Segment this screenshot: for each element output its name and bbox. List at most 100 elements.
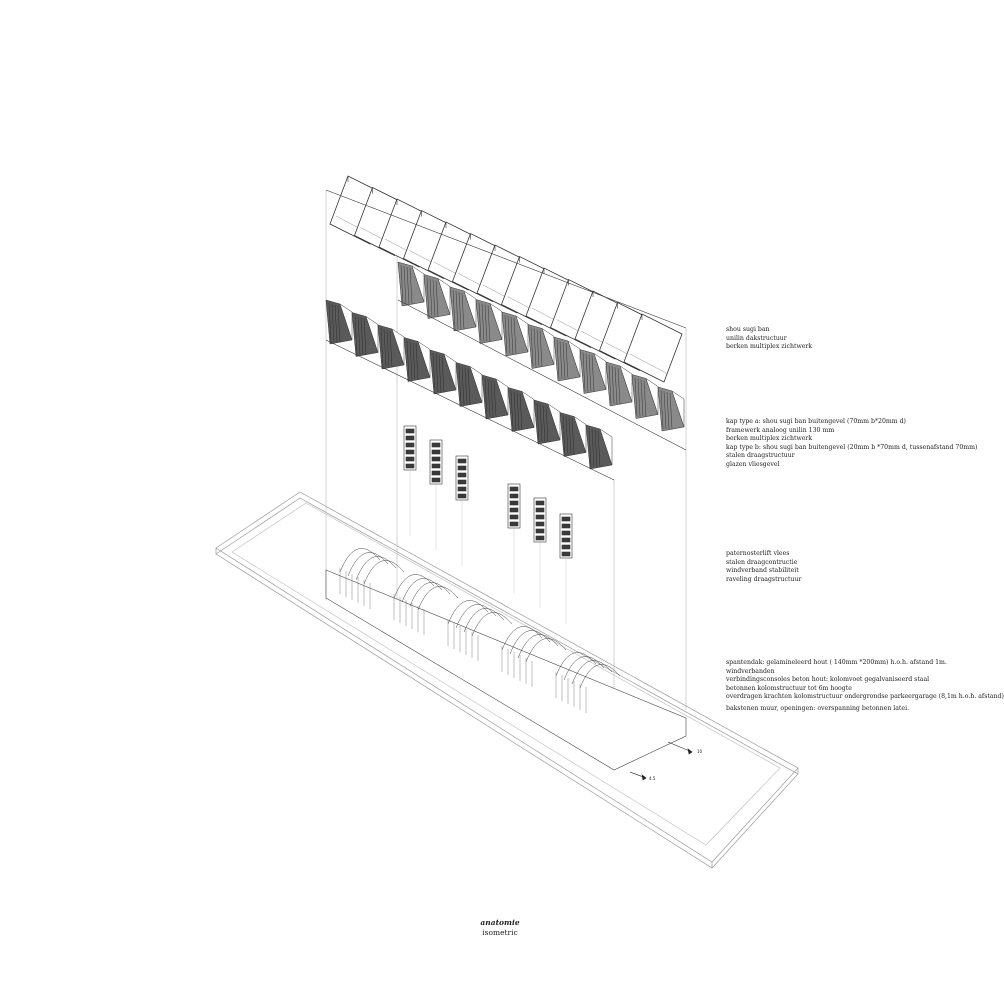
panel-hatch xyxy=(539,403,543,443)
lift-cabin xyxy=(535,528,545,534)
lift-cabin xyxy=(561,544,571,550)
light-panel xyxy=(417,340,431,378)
light-panel xyxy=(339,303,353,341)
panel-hatch xyxy=(389,330,393,368)
panel-hatch xyxy=(331,303,335,343)
lift-cabin xyxy=(535,535,545,541)
panel-hatch xyxy=(597,430,601,468)
lift-cabin xyxy=(457,472,467,478)
light-panel xyxy=(437,277,451,315)
annotation-line: berken multiplex zichtwerk xyxy=(726,343,813,351)
annotation-group-kap: kap type a: shou sugi ban buitengevel (7… xyxy=(726,418,977,470)
arch-rib xyxy=(463,608,505,633)
lift-cabin xyxy=(405,463,415,469)
annotation-line: windverbanden xyxy=(726,667,775,675)
lift-cabin xyxy=(535,507,545,513)
annotation-line: overdragen krachten kolomstructuur onder… xyxy=(726,693,1004,701)
panel-hatch xyxy=(608,364,612,405)
panel-hatch xyxy=(409,267,413,305)
lift-cabin xyxy=(431,442,441,448)
light-panel xyxy=(489,302,503,340)
panel-hatch xyxy=(484,377,488,418)
annotation-line: windverband stabiliteit xyxy=(726,567,799,575)
arch-rib xyxy=(455,604,497,629)
light-panel xyxy=(599,428,613,466)
panel-hatch xyxy=(513,317,517,355)
light-panel xyxy=(443,353,457,391)
lift-cabin xyxy=(405,442,415,448)
light-panel xyxy=(671,390,685,428)
arch-rib xyxy=(417,586,459,611)
light-panel xyxy=(515,315,529,353)
panel-hatch xyxy=(484,304,488,342)
panel-hatch xyxy=(507,315,511,355)
arch-rib xyxy=(471,612,513,637)
lift-cabin xyxy=(509,493,519,499)
light-panel xyxy=(495,378,509,416)
roof-ridge-line xyxy=(325,189,687,329)
panel-hatch xyxy=(328,302,332,343)
panel-hatch xyxy=(432,352,436,393)
panel-hatch xyxy=(513,391,517,430)
panel-hatch xyxy=(519,393,523,430)
panel-hatch xyxy=(438,354,442,393)
lift-cabin xyxy=(457,486,467,492)
panel-hatch xyxy=(611,365,615,405)
drawing-caption: anatomie isometric xyxy=(0,918,1000,938)
arch-rib xyxy=(525,638,567,663)
light-panel xyxy=(521,390,535,428)
arch-rib xyxy=(401,578,443,603)
lift-cabin xyxy=(405,456,415,462)
arch-rib xyxy=(517,634,559,659)
light-panel xyxy=(547,403,561,441)
panel-hatch xyxy=(386,329,390,368)
light-panel xyxy=(573,415,587,453)
light-panel xyxy=(619,365,633,403)
annotation-line: unilin dakstructuur xyxy=(726,334,787,342)
panel-hatch xyxy=(539,330,543,367)
annotation-line: raveling draagstructuur xyxy=(726,575,802,583)
panel-hatch xyxy=(582,352,586,392)
lift-cabin xyxy=(509,521,519,527)
panel-hatch xyxy=(432,279,436,317)
panel-hatch xyxy=(562,415,566,455)
panel-hatch xyxy=(409,341,413,380)
lift-cabin xyxy=(509,507,519,513)
panel-hatch xyxy=(452,289,456,330)
panel-hatch xyxy=(530,327,534,367)
panel-hatch xyxy=(380,327,384,368)
panel-hatch xyxy=(617,367,621,405)
panel-hatch xyxy=(464,367,468,405)
panel-hatch xyxy=(478,302,482,342)
lift-cabin xyxy=(405,428,415,434)
panel-hatch xyxy=(504,314,508,355)
annotation-line: glazen vliesgevel xyxy=(726,460,780,468)
lift-cabin xyxy=(405,435,415,441)
annotation-group-structure: spantendak: gelamineleerd hout ( 140mm *… xyxy=(726,659,1004,714)
panel-hatch xyxy=(536,402,540,443)
arch-rib xyxy=(579,664,621,689)
panel-hatch xyxy=(441,355,445,393)
lift-cabin xyxy=(431,470,441,476)
arch-rib xyxy=(555,652,597,677)
panel-hatch xyxy=(334,304,338,343)
panel-hatch xyxy=(594,429,598,468)
panel-hatch xyxy=(533,328,537,367)
lift-cabin xyxy=(509,514,519,520)
panel-hatch xyxy=(406,340,410,380)
lift-cabin xyxy=(561,551,571,557)
annotation-line: stalen draagstructuur xyxy=(726,452,795,460)
paternoster-lifts xyxy=(403,425,573,624)
annotation-line: shou sugi ban xyxy=(726,326,770,333)
panel-hatch xyxy=(490,379,494,418)
lift-cabin xyxy=(561,523,571,529)
layer-edge xyxy=(397,299,687,451)
arch-rib xyxy=(571,660,613,685)
dimension-markers xyxy=(629,741,693,781)
panel-hatch xyxy=(562,341,566,380)
base-structure xyxy=(325,548,687,771)
lift-cabin xyxy=(535,500,545,506)
lift-cabin xyxy=(561,537,571,543)
arch-rib xyxy=(509,630,551,655)
annotation-line: spantendak: gelamineleerd hout ( 140mm *… xyxy=(726,659,947,666)
